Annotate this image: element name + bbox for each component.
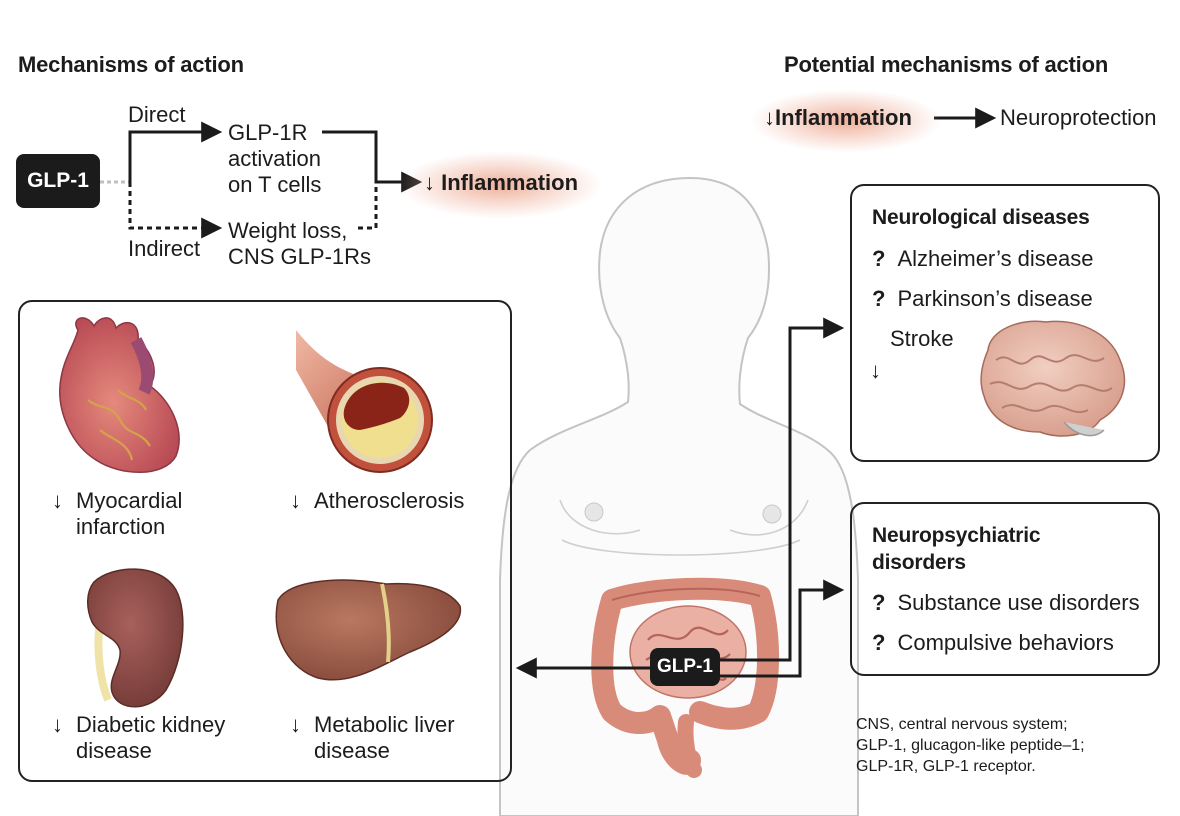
brain-drawing: [980, 320, 1126, 437]
neurological-title: Neurological diseases: [872, 206, 1090, 229]
organ-effects-panel: [18, 300, 512, 782]
direct-target: GLP-1R activation on T cells: [228, 120, 322, 197]
neuro-item-stroke: Stroke: [890, 326, 954, 351]
stroke-arrow: ↓: [870, 358, 881, 383]
atherosclerosis-label: ↓Atherosclerosis: [290, 488, 465, 513]
potential-glow: [752, 90, 940, 152]
neuropsychiatric-panel: [850, 502, 1160, 676]
neuro-item-parkinsons: ?Parkinson’s disease: [872, 286, 1093, 311]
nipple-left: [584, 502, 604, 522]
body-glp1-badge: GLP-1: [650, 648, 720, 686]
glp1-badge: GLP-1: [16, 154, 100, 208]
artery-drawing: [296, 330, 433, 473]
liver-label: ↓Metabolic liver disease: [290, 712, 455, 763]
kidney-label: ↓Diabetic kidney disease: [52, 712, 226, 763]
heart-drawing: [59, 317, 180, 473]
potential-heading: Potential mechanisms of action: [784, 52, 1109, 77]
mechanism-lines: [100, 107, 997, 239]
neurological-panel: [850, 184, 1160, 462]
inflammation-glow: [400, 152, 600, 218]
neuroprotection-label: Neuroprotection: [1000, 105, 1157, 130]
nipple-right: [762, 504, 782, 524]
neuro-item-alzheimers: ?Alzheimer’s disease: [872, 246, 1094, 271]
body-connectors: [515, 317, 845, 679]
mi-label: ↓Myocardial infarction: [52, 488, 183, 539]
direct-label: Direct: [128, 102, 186, 127]
neuropsychiatric-title: Neuropsychiatric disorders: [872, 524, 1041, 574]
liver-drawing: [275, 579, 462, 681]
kidney-drawing: [87, 568, 184, 708]
footnote: CNS, central nervous system; GLP-1, gluc…: [856, 716, 1085, 775]
body-details: [559, 499, 809, 556]
psych-item-compulsive: ?Compulsive behaviors: [872, 630, 1114, 655]
inflammation-outcome: ↓ Inflammation: [424, 170, 579, 195]
indirect-label: Indirect: [128, 236, 201, 261]
potential-inflammation: ↓Inflammation: [764, 105, 912, 130]
indirect-target: Weight loss, CNS GLP-1Rs: [228, 218, 372, 269]
mechanisms-heading: Mechanisms of action: [18, 52, 244, 77]
psych-item-substance: ?Substance use disorders: [872, 590, 1140, 615]
